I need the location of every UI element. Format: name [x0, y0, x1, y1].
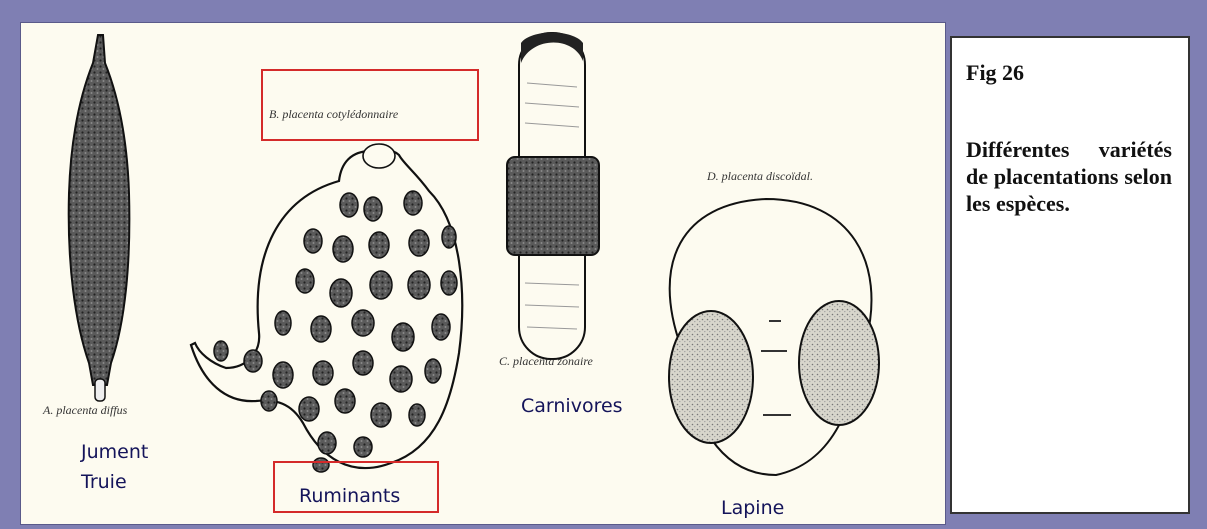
- figure-caption: Différentes variétés de placentations se…: [966, 136, 1172, 217]
- species-label-truie: Truie: [81, 471, 127, 493]
- figure-caption-card: Fig 26 Différentes variétés de placentat…: [950, 36, 1190, 514]
- discoidal-placenta-drawing: [669, 199, 879, 475]
- zonary-placenta-drawing: [507, 33, 599, 360]
- highlight-box-cotyledonnaire: [261, 69, 479, 141]
- cotyledonary-placenta-drawing: [191, 144, 462, 472]
- diffuse-placenta-drawing: [69, 35, 130, 401]
- species-label-jument: Jument: [81, 441, 148, 463]
- species-label-carnivores: Carnivores: [521, 395, 623, 417]
- label-placenta-diffus: A. placenta diffus: [43, 403, 127, 418]
- figure-panel: A. placenta diffus B. placenta cotylédon…: [20, 22, 946, 525]
- species-label-lapine: Lapine: [721, 497, 784, 519]
- label-placenta-discoidal: D. placenta discoïdal.: [707, 169, 813, 184]
- placenta-drawings: [21, 23, 945, 524]
- species-label-ruminants: Ruminants: [299, 485, 400, 507]
- figure-number: Fig 26: [966, 60, 1024, 86]
- label-placenta-zonaire: C. placenta zonaire: [499, 354, 593, 369]
